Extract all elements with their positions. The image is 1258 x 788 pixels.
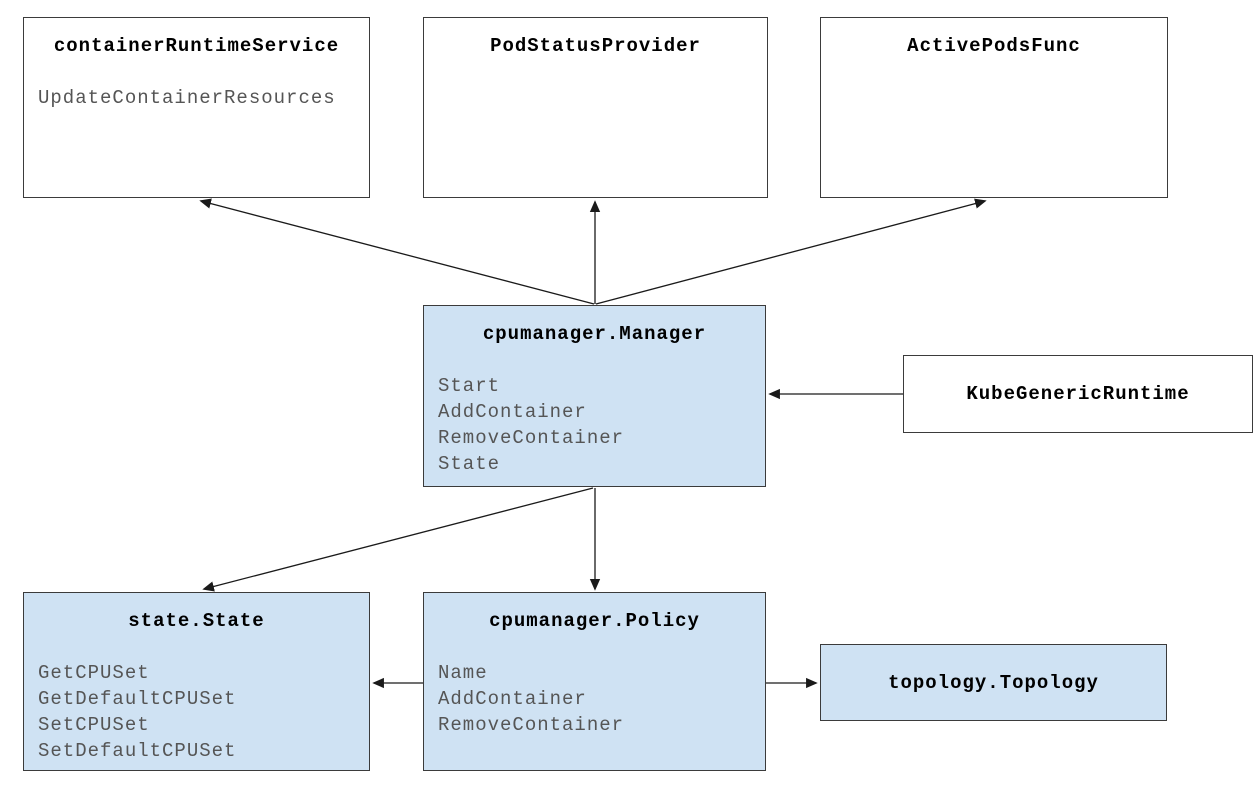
node-method: GetCPUSet [38, 662, 150, 684]
node-title: KubeGenericRuntime [966, 383, 1190, 405]
node-method: GetDefaultCPUSet [38, 688, 237, 710]
node-methods: Name AddContainer RemoveContainer [424, 660, 765, 738]
arrow-manager-to-state [202, 487, 594, 592]
node-method: RemoveContainer [438, 427, 625, 449]
node-active-pods-func: ActivePodsFunc [820, 17, 1168, 198]
node-methods: UpdateContainerResources [24, 85, 369, 111]
node-topology-topology: topology.Topology [820, 644, 1167, 721]
node-title: cpumanager.Manager [482, 323, 707, 345]
node-methods: Start AddContainer RemoveContainer State [424, 373, 765, 477]
node-title: topology.Topology [888, 671, 1099, 694]
node-method: Start [438, 375, 501, 397]
node-pod-status-provider: PodStatusProvider [423, 17, 768, 198]
node-method: UpdateContainerResources [38, 87, 336, 109]
node-title: state.State [128, 610, 265, 632]
arrow-manager-to-active-pods-func [595, 198, 987, 305]
node-title: ActivePodsFunc [907, 35, 1081, 57]
node-method: SetCPUSet [38, 714, 150, 736]
node-title: PodStatusProvider [490, 35, 701, 57]
arrow-manager-to-container-runtime-service [199, 198, 595, 305]
node-methods: GetCPUSet GetDefaultCPUSet SetCPUSet Set… [24, 660, 369, 764]
node-method: State [438, 453, 501, 475]
node-title: cpumanager.Policy [489, 610, 700, 632]
node-cpumanager-policy: cpumanager.Policy Name AddContainer Remo… [423, 592, 766, 771]
node-container-runtime-service: containerRuntimeService UpdateContainerR… [23, 17, 370, 198]
node-method: SetDefaultCPUSet [38, 740, 237, 762]
node-state-state: state.State GetCPUSet GetDefaultCPUSet S… [23, 592, 370, 771]
node-method: AddContainer [438, 688, 587, 710]
node-method: RemoveContainer [438, 714, 625, 736]
node-kube-generic-runtime: KubeGenericRuntime [903, 355, 1253, 433]
node-cpumanager-manager: cpumanager.Manager Start AddContainer Re… [423, 305, 766, 487]
node-method: Name [438, 662, 488, 684]
node-title: containerRuntimeService [53, 35, 340, 57]
node-method: AddContainer [438, 401, 587, 423]
